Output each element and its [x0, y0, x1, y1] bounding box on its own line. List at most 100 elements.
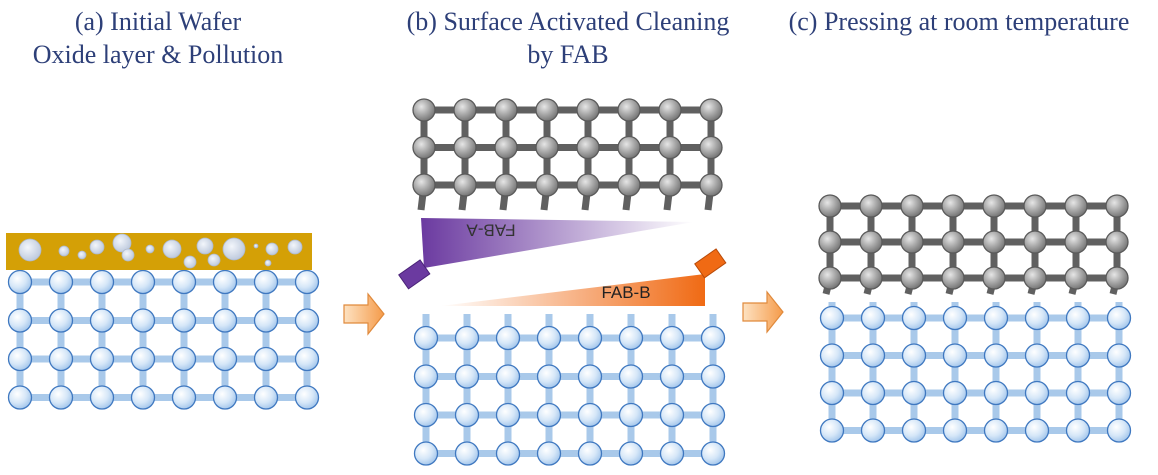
atom [859, 230, 883, 254]
oxide-layer [6, 233, 312, 270]
atom [860, 380, 886, 406]
atom [535, 135, 559, 160]
atom [1023, 194, 1047, 218]
atom [130, 269, 156, 295]
atom [658, 135, 682, 160]
atom [253, 385, 279, 410]
atom [700, 441, 726, 466]
atom [1023, 230, 1047, 254]
atom [1105, 230, 1129, 254]
pollution-particle [77, 250, 87, 260]
pollution-particle [196, 237, 214, 255]
atom [860, 343, 886, 368]
atom [900, 230, 924, 254]
atom [618, 441, 644, 466]
atom [413, 325, 439, 351]
process-arrow-2 [742, 290, 784, 334]
pollution-particle [287, 239, 303, 255]
atom [7, 308, 33, 333]
atom [7, 385, 33, 410]
atom [901, 418, 927, 443]
atom [819, 343, 845, 368]
atom [253, 346, 279, 372]
atom [818, 230, 842, 254]
atom [941, 266, 965, 290]
atom [412, 173, 436, 197]
atom [659, 402, 685, 428]
atom [212, 308, 238, 333]
atom [453, 135, 477, 160]
atom [901, 343, 927, 368]
atom [941, 194, 965, 218]
atom [1065, 418, 1091, 443]
fab-a-label: FAB-A [466, 221, 516, 240]
atom [495, 364, 521, 389]
atom [454, 402, 480, 428]
atom [1024, 418, 1050, 443]
atom [454, 325, 480, 351]
atom [576, 173, 600, 197]
atom [253, 269, 279, 295]
atom [860, 305, 886, 331]
atom [860, 418, 886, 443]
atom [535, 173, 559, 197]
caption-initial-wafer: (a) Initial Wafer Oxide layer & Pollutio… [0, 5, 316, 71]
atom [454, 364, 480, 389]
pollution-particle [183, 255, 197, 269]
atom [1064, 230, 1088, 254]
atom [536, 441, 562, 466]
atom [294, 269, 320, 295]
atom [130, 385, 156, 410]
atom [130, 346, 156, 372]
atom [700, 402, 726, 428]
atom [617, 135, 641, 160]
atom [89, 269, 115, 295]
atom [412, 98, 436, 122]
atom [900, 194, 924, 218]
atom [294, 346, 320, 372]
atom [577, 402, 603, 428]
atom [1105, 194, 1129, 218]
atom [1106, 343, 1132, 368]
atom [1023, 266, 1047, 290]
atom [212, 385, 238, 410]
fab-a-beam: FAB-A [398, 218, 694, 290]
atom [536, 402, 562, 428]
caption-pressing: (c) Pressing at room temperature [760, 5, 1158, 38]
lower-wafer-lattice-b [413, 314, 726, 466]
atom [536, 364, 562, 389]
pollution-particle [207, 253, 221, 267]
atom [453, 98, 477, 122]
atom [495, 325, 521, 351]
atom [171, 269, 197, 295]
atom [48, 308, 74, 333]
atom [495, 402, 521, 428]
pollution-particle [253, 243, 259, 249]
atom [699, 98, 723, 122]
atom [983, 305, 1009, 331]
atom [659, 325, 685, 351]
pollution-particle [121, 248, 135, 262]
pollution-particle [112, 233, 132, 253]
atom [618, 325, 644, 351]
atom [699, 135, 723, 160]
atom [1024, 305, 1050, 331]
atom [453, 173, 477, 197]
bonded-wafer-lattice [818, 194, 1132, 443]
atom [1024, 343, 1050, 368]
atom [171, 346, 197, 372]
atom [130, 308, 156, 333]
process-arrow-1 [343, 292, 385, 336]
atom [700, 364, 726, 389]
fab-b-gun [694, 248, 727, 279]
atom [494, 173, 518, 197]
atom [1106, 418, 1132, 443]
fab-b-beam: FAB-B [440, 248, 727, 306]
atom [253, 308, 279, 333]
atom [618, 364, 644, 389]
atom [576, 98, 600, 122]
atom [941, 230, 965, 254]
atom [7, 346, 33, 372]
pollution-particle [264, 259, 272, 267]
